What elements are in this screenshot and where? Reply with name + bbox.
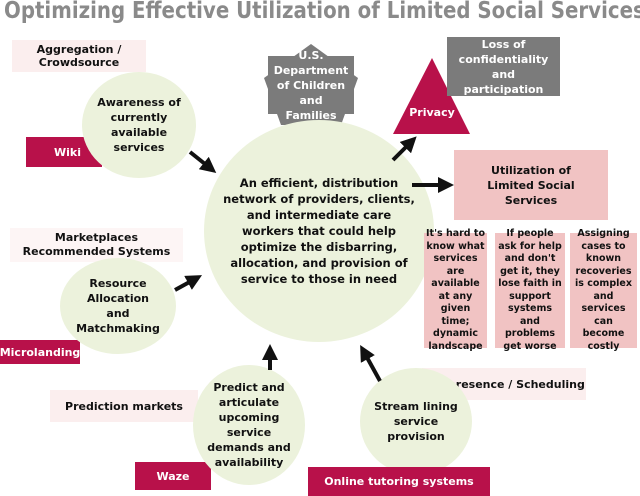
- privacy-label: Privacy: [409, 105, 455, 119]
- stream-circle: Stream lining service provision: [360, 368, 472, 475]
- arrow-privacy: [391, 136, 417, 162]
- resource-circle: Resource Allocation and Matchmaking: [60, 258, 176, 354]
- problem-box: If people ask for help and don't get it,…: [495, 228, 565, 352]
- aggregation-label: Aggregation / Crowdsource: [12, 40, 146, 72]
- page-title: Optimizing Effective Utilization of Limi…: [4, 0, 640, 24]
- utilization-box: Utilization of Limited Social Services: [454, 150, 608, 220]
- prediction-markets-label: Prediction markets: [50, 390, 198, 422]
- arrow-awareness: [188, 150, 217, 173]
- microlanding-tag: Microlanding: [0, 340, 80, 364]
- online-tutoring-tag: Online tutoring systems: [308, 467, 490, 496]
- waze-tag: Waze: [135, 462, 211, 490]
- problem-box: It's hard to know what services are avai…: [424, 228, 487, 352]
- arrow-resource: [174, 275, 203, 292]
- predict-circle: Predict and articulate upcoming service …: [193, 365, 305, 485]
- marketplaces-label: Marketplaces Recommended Systems: [10, 228, 183, 262]
- privacy-triangle: [393, 58, 470, 134]
- privacy-note: Loss of confidentiality and participatio…: [447, 37, 560, 96]
- awareness-circle: Awareness of currently available service…: [82, 72, 196, 178]
- problem-box: Assigning cases to known recoveries is c…: [570, 228, 637, 352]
- arrow-stream: [360, 344, 382, 382]
